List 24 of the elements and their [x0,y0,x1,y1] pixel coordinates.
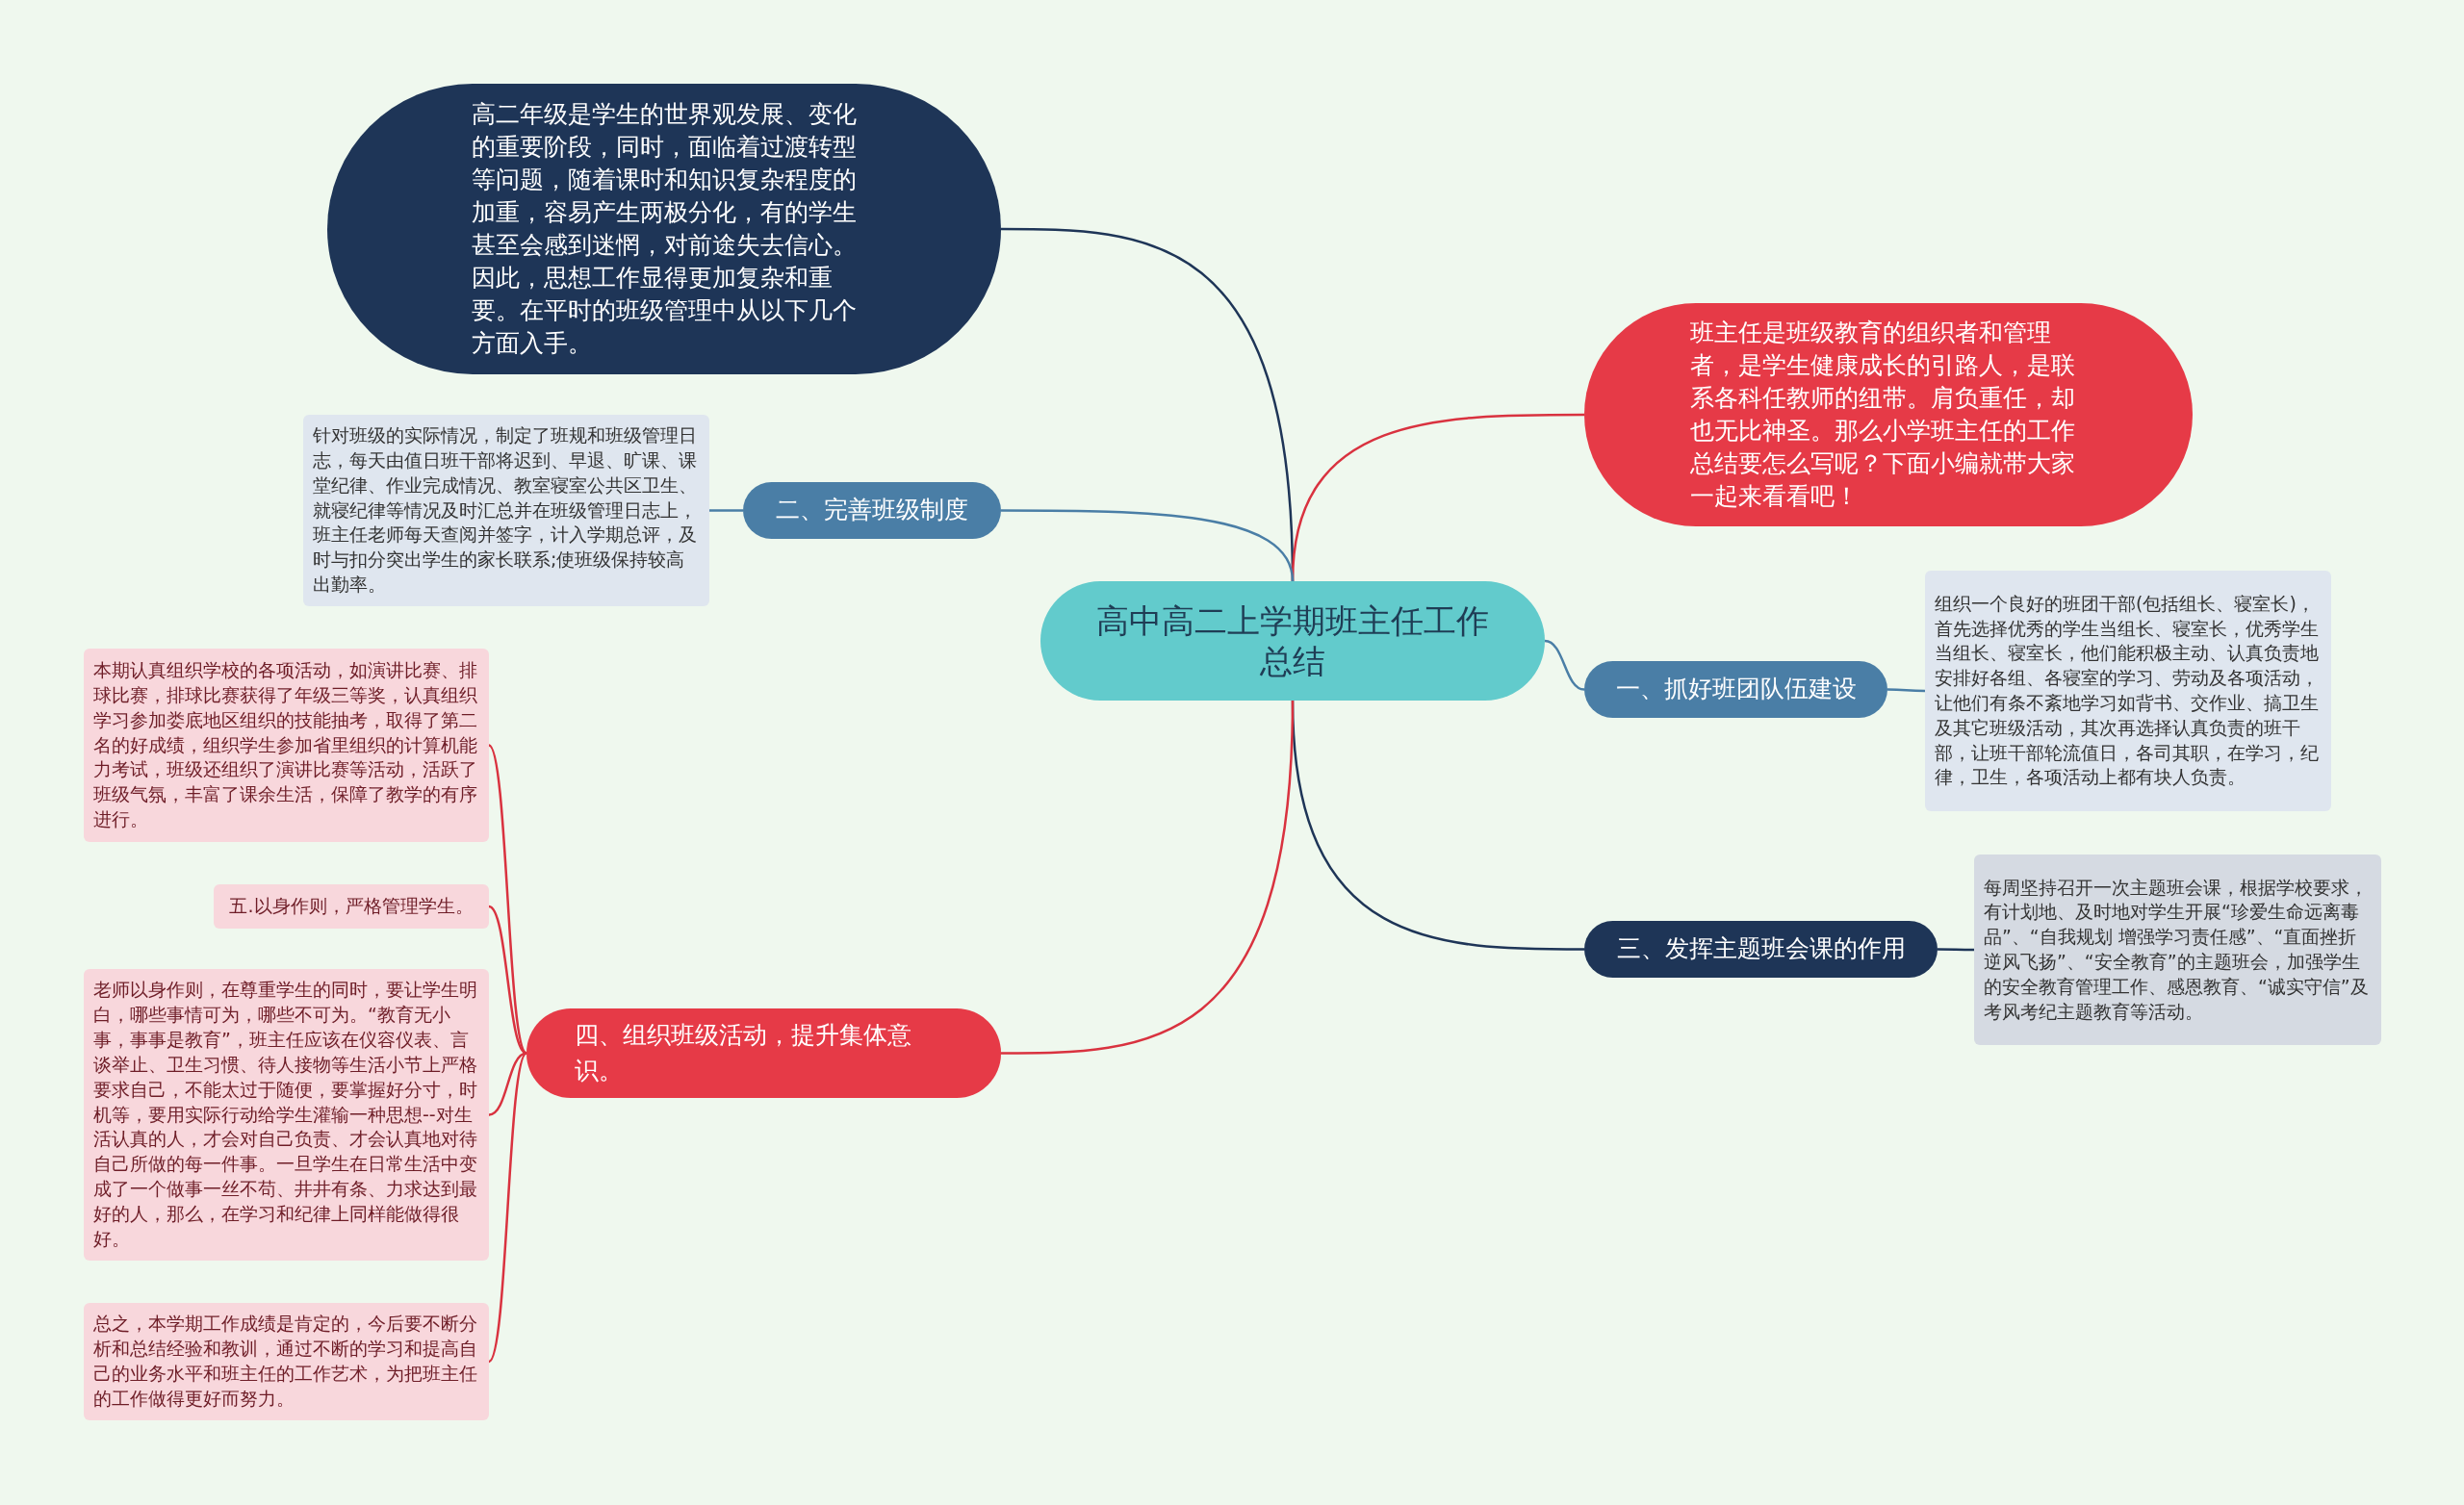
connector [1544,639,1585,691]
connector [1001,509,1295,582]
note-box: 本期认真组织学校的各项活动，如演讲比赛、排球比赛，排球比赛获得了年级三等奖，认真组织学习参加娄底地区组织的技能抽考，取得了第二名的好成绩，组织学生参加省里组织的计算机能力考试，班级还组织了演讲比赛等活动，活跃了班级气氛，丰富了课余生活，保障了教学的有序进行。 [84,649,489,842]
note-box: 老师以身作则，在尊重学生的同时，要让学生明白，哪些事情可为，哪些不可为。“教育无小事，事事是教育”，班主任应该在仪容仪表、言谈举止、卫生习惯、待人接物等生活小节上严格要求自己，不能太过于随便，要掌握好分寸，时机等，要用实际行动给学生灌输一种思想--对生活认真的人，才会对自己负责、才会认真地对待自己所做的每一件事。一旦学生在日常生活中变成了一个做事一丝不苟、井井有条、力求达到最好的人，那么，在学习和纪律上同样能做得很好。 [84,969,489,1261]
connector [488,744,527,1055]
connector [488,1052,527,1116]
branch-pill: 四、组织班级活动，提升集体意识。 [526,1008,1001,1098]
connector [488,1052,527,1363]
note-box: 针对班级的实际情况，制定了班规和班级管理日志，每天由值日班干部将迟到、早退、旷课、课堂纪律、作业完成情况、教室寝室公共区卫生、就寝纪律等情况及时汇总并在班级管理日志上，班主任老师每天查阅并签字，计入学期总评，及时与扣分突出学生的家长联系;使班级保持较高出勤率。 [303,415,709,606]
connector [1938,948,1974,952]
connector [1887,688,1925,693]
branch-pill: 二、完善班级制度 [743,482,1001,539]
text-bubble: 高二年级是学生的世界观发展、变化的重要阶段，同时，面临着过渡转型等问题，随着课时和知识复杂程度的加重，容易产生两极分化，有的学生甚至会感到迷惘，对前途失去信心。因此，思想工作显得更加复杂和重要。在平时的班级管理中从以下几个方面入手。 [327,84,1001,374]
note-box: 每周坚持召开一次主题班会课，根据学校要求，有计划地、及时地对学生开展“珍爱生命远离毒品”、“自我规划 增强学习责任感”、“直面挫折逆风飞扬”、“安全教育”的主题班会，加强学生的安全教育管理工作、感恩教育、“诚实守信”及考风考纪主题教育等活动。 [1974,855,2381,1045]
text-bubble: 班主任是班级教育的组织者和管理者，是学生健康成长的引路人，是联系各科任教师的纽带。肩负重任，却也无比神圣。那么小学班主任的工作总结要怎么写呢？下面小编就带大家一起来看看吧！ [1584,303,2193,526]
note-box: 五.以身作则，严格管理学生。 [214,884,489,929]
connector [709,509,743,512]
note-box: 总之，本学期工作成绩是肯定的，今后要不断分析和总结经验和教训，通过不断的学习和提高自己的业务水平和班主任的工作艺术，为把班主任的工作做得更好而努力。 [84,1303,489,1420]
connector [1001,700,1295,1055]
connector [488,905,527,1055]
topic-bubble: 高中高二上学期班主任工作总结 [1040,581,1545,701]
branch-pill: 一、抓好班团队伍建设 [1584,661,1887,718]
branch-pill: 三、发挥主题班会课的作用 [1584,921,1938,978]
note-box: 组织一个良好的班团干部(包括组长、寝室长)，首先选择优秀的学生当组长、寝室长，优秀学生当组长、寝室长，他们能积极主动、认真负责地安排好各组、各寝室的学习、劳动及各项活动，让他们有条不紊地学习如背书、交作业、搞卫生及其它班级活动，其次再选择认真负责的班干部，让班干部轮流值日，各司其职，在学习，纪律，卫生，各项活动上都有块人负责。 [1925,571,2331,811]
